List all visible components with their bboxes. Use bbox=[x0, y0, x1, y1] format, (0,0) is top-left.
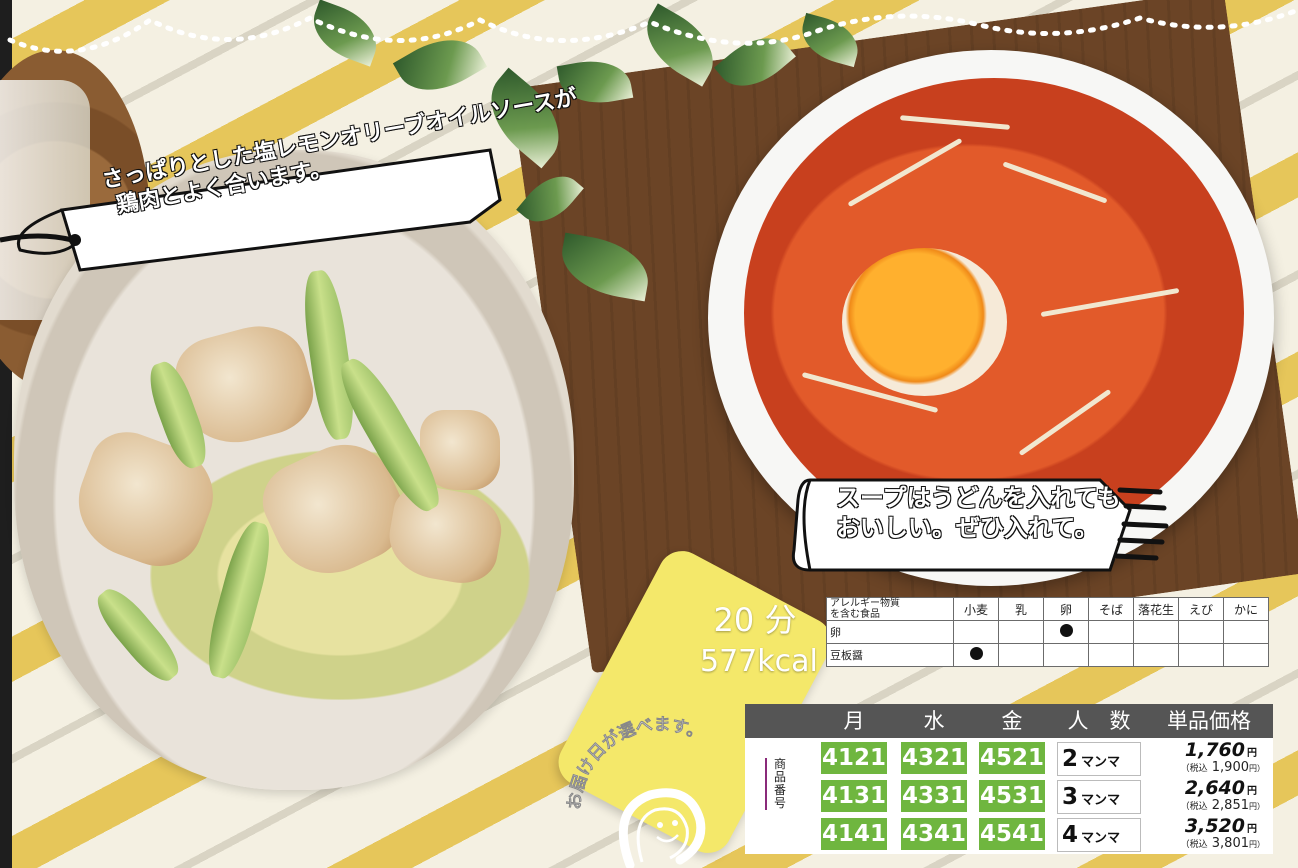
people-number: 4 bbox=[1062, 822, 1079, 848]
price-value: 1,760 bbox=[1184, 739, 1245, 761]
allergy-header-line: アレルギー物質 bbox=[830, 598, 900, 609]
people-unit: マンマ bbox=[1081, 831, 1121, 846]
comment-text-soup: スープはうどんを入れても おいしい。ぜひ入れて。 bbox=[836, 483, 1121, 543]
header-unit-price: 単品価格 bbox=[1167, 709, 1251, 733]
allergy-cell bbox=[1178, 643, 1224, 667]
tax-label: （税込 bbox=[1180, 840, 1208, 850]
allergen-column: 卵 bbox=[1043, 597, 1089, 621]
allergy-cell bbox=[953, 643, 999, 667]
people-number: 2 bbox=[1062, 746, 1079, 772]
product-code: 4141 bbox=[821, 818, 887, 850]
comment-banner-soup bbox=[791, 478, 1169, 572]
allergen-column: 小麦 bbox=[953, 597, 999, 621]
tax-yen: 円） bbox=[1249, 764, 1265, 773]
allergy-row-label: 豆板醤 bbox=[826, 643, 954, 667]
cooking-time: 20 分 bbox=[713, 601, 797, 639]
tax-included-price: （税込 1,900円） bbox=[1181, 760, 1265, 775]
allergy-row-label: 卵 bbox=[826, 620, 954, 644]
allergy-cell bbox=[1133, 643, 1179, 667]
allergy-row: 卵 bbox=[826, 620, 1269, 644]
allergen-column: 乳 bbox=[998, 597, 1044, 621]
allergen-column: 落花生 bbox=[1133, 597, 1179, 621]
allergen-column: かに bbox=[1223, 597, 1269, 621]
allergen-column: そば bbox=[1088, 597, 1134, 621]
product-code: 4321 bbox=[901, 742, 967, 774]
allergy-row: 豆板醤 bbox=[826, 643, 1269, 667]
allergy-cell bbox=[1223, 620, 1269, 644]
comment-line: スープはうどんを入れても bbox=[836, 484, 1121, 512]
tax-included-price: （税込 3,801円） bbox=[1181, 836, 1265, 851]
tax-value: 1,900 bbox=[1211, 760, 1249, 775]
allergen-column: えび bbox=[1178, 597, 1224, 621]
allergy-cell bbox=[1133, 620, 1179, 644]
price-value: 3,520 bbox=[1184, 815, 1245, 837]
tax-yen: 円） bbox=[1249, 840, 1265, 849]
allergy-table: アレルギー物質 を含む食品 小麦 乳 卵 そば 落花生 えび かに 卵 豆板醤 bbox=[826, 597, 1269, 667]
allergy-mark-dot bbox=[969, 647, 983, 660]
allergy-header-label: アレルギー物質 を含む食品 bbox=[826, 597, 954, 621]
product-code: 4541 bbox=[979, 818, 1045, 850]
allergy-cell bbox=[998, 643, 1044, 667]
smiley-icon bbox=[618, 788, 706, 868]
tax-value: 2,851 bbox=[1211, 798, 1249, 813]
comment-line: おいしい。ぜひ入れて。 bbox=[836, 514, 1099, 542]
cooking-info: 20 分 577kcal bbox=[700, 600, 818, 684]
price-yen: 円 bbox=[1247, 748, 1257, 759]
product-number-label: 商品番号 bbox=[765, 758, 789, 810]
product-code: 4131 bbox=[821, 780, 887, 812]
allergy-header-row: アレルギー物質 を含む食品 小麦 乳 卵 そば 落花生 えび かに bbox=[826, 597, 1269, 621]
allergy-cell bbox=[1223, 643, 1269, 667]
header-wednesday: 水 bbox=[923, 709, 945, 733]
header-friday: 金 bbox=[1001, 709, 1023, 733]
delivery-day-badge: お届け日が選べます。 bbox=[564, 715, 707, 868]
people-number: 3 bbox=[1062, 784, 1079, 810]
price-value: 2,640 bbox=[1184, 777, 1245, 799]
price-table-header bbox=[745, 704, 1273, 738]
allergy-cell bbox=[953, 620, 999, 644]
allergy-header-line: を含む食品 bbox=[830, 609, 880, 620]
allergy-cell bbox=[1043, 643, 1089, 667]
product-code: 4531 bbox=[979, 780, 1045, 812]
tax-value: 3,801 bbox=[1211, 836, 1249, 851]
product-code: 4521 bbox=[979, 742, 1045, 774]
comment-banner-chicken bbox=[0, 148, 502, 272]
allergy-cell bbox=[998, 620, 1044, 644]
dotted-garland bbox=[7, 7, 1298, 54]
calories: 577kcal bbox=[700, 644, 818, 679]
allergy-mark-dot bbox=[1059, 624, 1073, 637]
people-unit: マンマ bbox=[1081, 755, 1121, 770]
allergy-cell bbox=[1088, 620, 1134, 644]
header-people: 人 数 bbox=[1067, 709, 1131, 733]
people-unit: マンマ bbox=[1081, 793, 1121, 808]
tax-label: （税込 bbox=[1180, 802, 1208, 812]
product-code: 4121 bbox=[821, 742, 887, 774]
allergy-cell bbox=[1088, 643, 1134, 667]
price-yen: 円 bbox=[1247, 786, 1257, 797]
header-monday: 月 bbox=[843, 709, 865, 733]
allergy-cell bbox=[1043, 620, 1089, 644]
product-code: 4331 bbox=[901, 780, 967, 812]
product-code: 4341 bbox=[901, 818, 967, 850]
soft-boiled-egg bbox=[842, 248, 1007, 396]
tax-yen: 円） bbox=[1249, 802, 1265, 811]
tax-label: （税込 bbox=[1180, 764, 1208, 774]
allergy-cell bbox=[1178, 620, 1224, 644]
tax-included-price: （税込 2,851円） bbox=[1181, 798, 1265, 813]
price-yen: 円 bbox=[1247, 824, 1257, 835]
